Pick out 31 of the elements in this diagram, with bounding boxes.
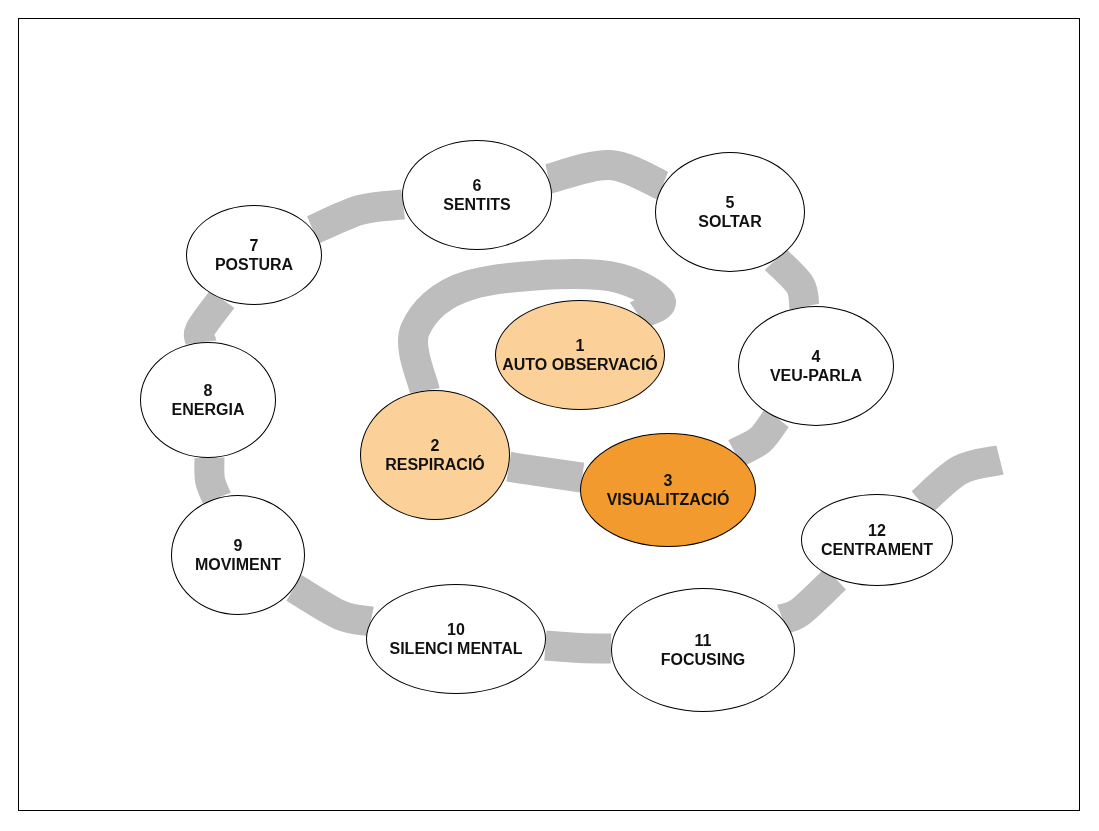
step-number: 6 [472,176,482,195]
spiral-band [306,189,405,244]
step-label: RESPIRACIÓ [385,455,485,474]
step-label: FOCUSING [660,650,746,669]
spiral-band [194,457,231,505]
step-label: CENTRAMENT [821,540,933,559]
step-number: 3 [663,471,673,490]
spiral-band [506,451,585,493]
spiral-band [544,630,612,664]
spiral-band [398,259,675,395]
step-label: MOVIMENT [194,555,282,574]
spiral-band [286,575,373,637]
step-number: 7 [249,236,259,255]
step-number: 8 [203,381,213,400]
step-label: ENERGIA [171,400,245,419]
step-label: SILENCI MENTAL [389,639,523,658]
step-number: 10 [447,620,465,639]
spiral-band [728,409,790,467]
step-label: SOLTAR [698,212,762,231]
step-number: 5 [725,193,735,212]
step-number: 2 [430,436,440,455]
step-number: 1 [575,336,585,355]
step-label: VISUALITZACIÓ [606,490,730,509]
step-number: 12 [868,521,886,540]
step-label: POSTURA [214,255,294,274]
step-label: AUTO OBSERVACIÓ [502,355,658,374]
step-label: SENTITS [443,195,511,214]
step-number: 9 [233,536,243,555]
step-number: 4 [811,347,821,366]
step-label: VEU-PARLA [769,366,863,385]
step-number: 11 [694,631,712,650]
